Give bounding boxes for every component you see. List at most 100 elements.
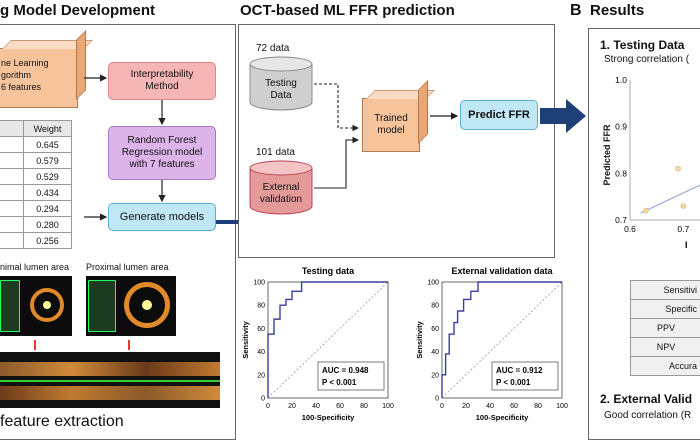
roc-xtick: 40	[312, 403, 320, 410]
arrow-testing-to-trained	[314, 83, 360, 132]
results-title: Results	[590, 2, 645, 19]
roc-ytick: 20	[257, 372, 265, 379]
ml-box-line1: ne Learning	[1, 58, 49, 68]
external-validation-subtitle: 2. External Valid	[600, 392, 693, 406]
roc-p-label: P < 0.001	[322, 378, 357, 387]
rf-line1: Random Forest	[127, 135, 197, 146]
roc-curve	[441, 281, 562, 398]
roc-title: Testing data	[302, 266, 355, 276]
roc-xtick: 0	[266, 403, 270, 410]
roc-xlabel: 100-Specificity	[476, 413, 529, 422]
predict-ffr-box: Predict FFR	[460, 100, 538, 130]
roc-ytick: 80	[257, 303, 265, 310]
oct-image-2	[86, 276, 176, 336]
roc-ytick: 0	[261, 396, 265, 403]
roc-auc-box	[491, 361, 559, 391]
metric-accuracy: Accura	[630, 356, 700, 376]
roc-xtick: 80	[360, 403, 368, 410]
trained-model-box: Trained model	[362, 98, 420, 152]
roc-auc-box	[317, 361, 385, 391]
scatter-point	[643, 207, 649, 214]
table-row: Sensitivi	[630, 280, 700, 300]
table-row: Specific	[630, 299, 700, 319]
oct-image-1	[0, 276, 72, 336]
table-row: NPV	[630, 337, 700, 357]
table-row: 0.256	[0, 232, 72, 249]
roc-curve	[267, 281, 388, 398]
roc-xtick: 100	[556, 403, 568, 410]
weight-table: Weight 0.645 0.579 0.529 0.434 0.294 0.2…	[0, 120, 72, 249]
roc-ytick: 40	[431, 349, 439, 356]
oct-marker-1	[34, 340, 36, 350]
rf-line2: Regression model	[121, 147, 203, 158]
oct-longitudinal-view	[0, 352, 220, 408]
arrow-predict-to-results	[540, 99, 586, 133]
testing-data-cylinder	[249, 56, 313, 111]
oct-label-2: Proximal lumen area	[86, 262, 169, 272]
metric-ppv: PPV	[630, 318, 700, 338]
scatter-point	[675, 165, 681, 172]
roc-title: External validation data	[451, 266, 553, 276]
external-validation-cylinder	[249, 160, 313, 215]
metrics-table: Sensitivi Specific PPV NPV Accura	[630, 280, 700, 376]
scatter-xtick: 0.7	[677, 224, 689, 234]
roc-ytick: 0	[435, 396, 439, 403]
roc-auc-label: AUC = 0.912	[496, 366, 543, 375]
roc-ytick: 80	[431, 303, 439, 310]
generate-models-box: Generate models	[108, 203, 216, 231]
scatter-ytick: 0.7	[615, 215, 627, 225]
roc-ylabel: Sensitivity	[415, 320, 424, 358]
roc-xtick: 40	[486, 403, 494, 410]
roc-xtick: 60	[510, 403, 518, 410]
testing-label-line2: Data	[270, 90, 292, 101]
roc-xtick: 80	[534, 403, 542, 410]
roc-auc-label: AUC = 0.948	[322, 366, 369, 375]
weight-cell: 0.434	[23, 184, 72, 201]
scatter-ytick: 1.0	[615, 75, 627, 85]
metric-specificity: Specific	[630, 299, 700, 319]
roc-xtick: 100	[382, 403, 394, 410]
table-row: PPV	[630, 318, 700, 338]
weight-cell: 0.256	[23, 232, 72, 249]
testing-data-label: Testing Data	[248, 78, 314, 102]
predict-ffr-label: Predict FFR	[468, 109, 530, 121]
trained-line1: Trained	[374, 113, 408, 124]
testing-data-subtitle: 1. Testing Data	[600, 38, 685, 52]
results-letter: B	[570, 2, 582, 19]
roc-xtick: 60	[336, 403, 344, 410]
external-count: 101 data	[256, 147, 295, 158]
roc-ytick: 100	[253, 280, 265, 287]
left-panel-title: g Model Development	[0, 2, 156, 19]
interp-line1: Interpretability	[130, 69, 194, 80]
external-label-line1: External	[262, 182, 300, 193]
strong-correlation-text: Strong correlation (	[604, 54, 690, 65]
roc-xlabel: 100-Specificity	[302, 413, 355, 422]
middle-panel-title: OCT-based ML FFR prediction	[240, 2, 455, 19]
scatter-fit-line	[640, 184, 700, 214]
roc-ytick: 20	[431, 372, 439, 379]
roc-ytick: 60	[431, 326, 439, 333]
metric-sensitivity: Sensitivi	[630, 280, 700, 300]
arrow-external-to-trained	[314, 136, 360, 189]
external-validation-label: External validation	[248, 182, 314, 206]
roc-ytick: 100	[427, 280, 439, 287]
trained-line2: model	[377, 125, 405, 136]
ml-box-line2: gorithm	[1, 70, 32, 80]
table-row: Accura	[630, 356, 700, 376]
roc-xtick: 0	[440, 403, 444, 410]
table-row: Weight	[0, 120, 72, 137]
oct-label-1: nimal lumen area	[0, 262, 70, 272]
table-row: 0.294	[0, 200, 72, 217]
rf-line3: with 7 features	[129, 159, 195, 170]
ml-algorithm-box: ne Learning gorithm 6 features	[0, 48, 78, 108]
roc-p-label: P < 0.001	[496, 378, 531, 387]
roc-charts: Testing data002020404060608080100100100-…	[241, 266, 568, 422]
external-label-line2: validation	[259, 194, 303, 205]
oct-marker-2	[128, 340, 130, 350]
roc-xtick: 20	[288, 403, 296, 410]
weight-header: Weight	[23, 120, 72, 137]
scatter-ytick: 0.9	[615, 122, 627, 132]
